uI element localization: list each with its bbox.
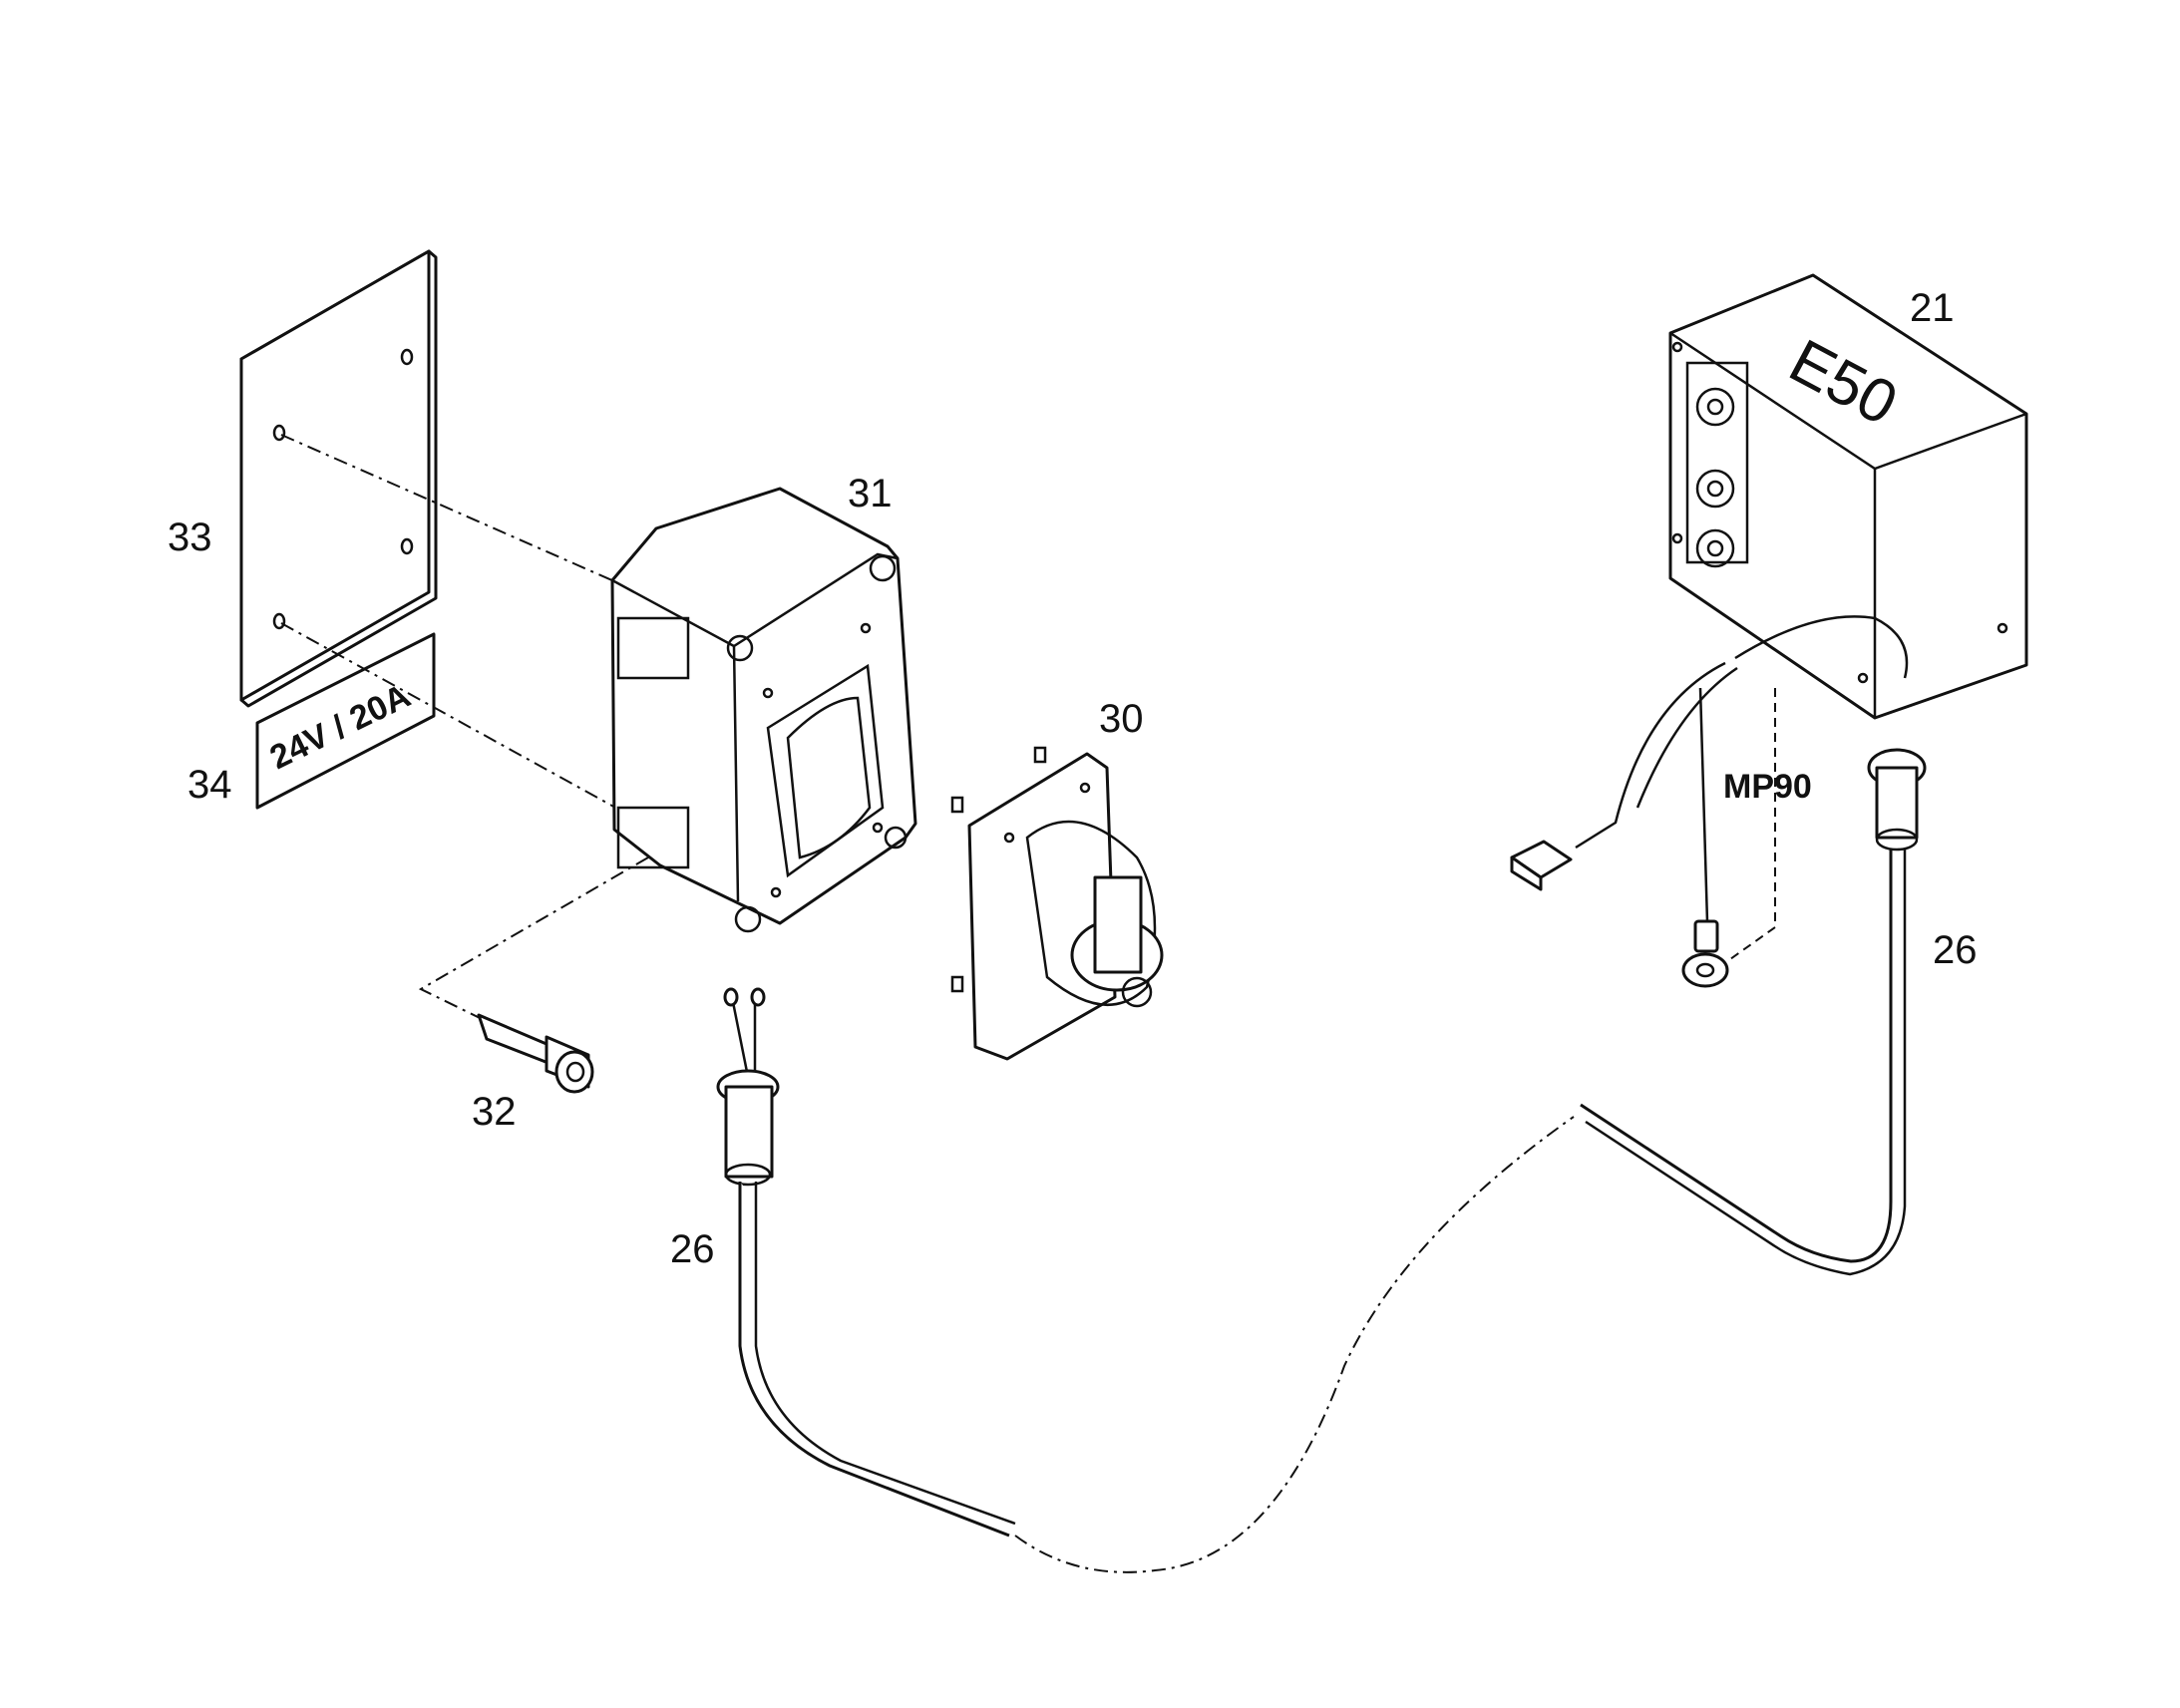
callout-33: 33 <box>168 515 212 559</box>
junction-box-21: E50 <box>1668 273 2028 720</box>
switch-30 <box>950 746 1164 1061</box>
housing-31 <box>610 487 917 933</box>
cable-continuation <box>1014 1116 1575 1573</box>
callout-34: 34 <box>187 763 232 807</box>
callout-21: 21 <box>1910 286 1955 330</box>
ground-reference-label: MP90 <box>1723 768 1812 806</box>
callout-26-left: 26 <box>670 1227 715 1271</box>
cable-26-left <box>716 987 1016 1537</box>
mounting-plate-33 <box>239 249 438 708</box>
callout-31: 31 <box>848 472 893 515</box>
box-wiring <box>1510 615 1909 988</box>
callout-26-right: 26 <box>1933 928 1978 972</box>
screw-32 <box>477 1013 594 1094</box>
callout-30: 30 <box>1099 697 1144 741</box>
cable-26-right <box>1580 748 1927 1276</box>
callout-32: 32 <box>472 1090 517 1134</box>
